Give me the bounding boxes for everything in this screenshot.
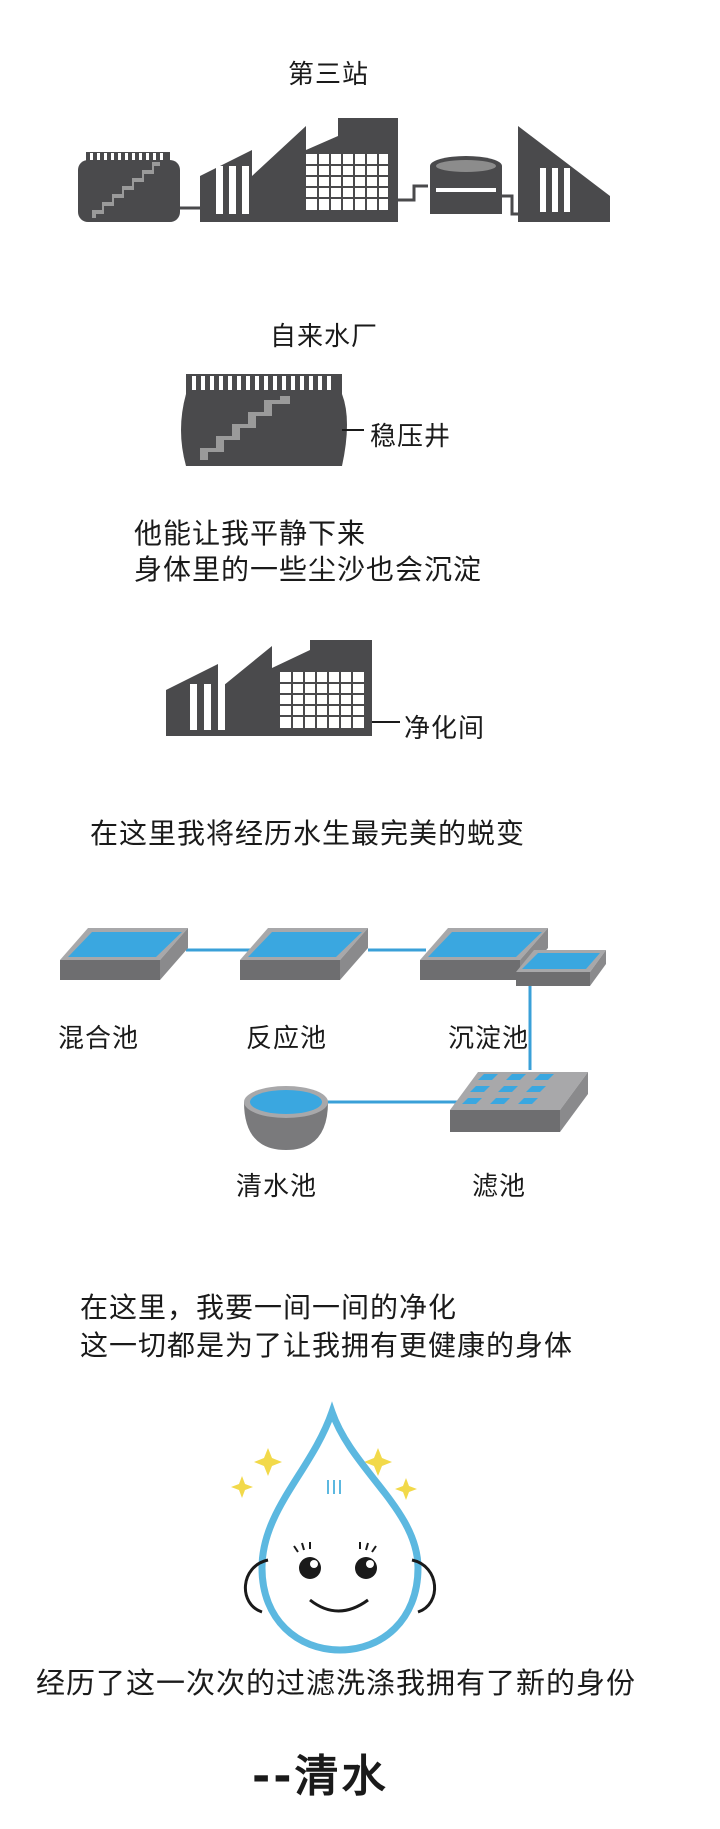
filter-pool-icon	[450, 1072, 588, 1132]
station-title: 第三站	[288, 60, 370, 90]
pool-label-reaction: 反应池	[246, 1024, 328, 1054]
purify-room-label: 净化间	[404, 714, 486, 744]
pressure-well-icon	[181, 374, 364, 466]
water-tank-icon	[430, 156, 502, 214]
purify-text-line1: 在这里，我要一间一间的净化	[80, 1291, 458, 1324]
pool-label-clear: 清水池	[236, 1172, 318, 1202]
factory-building-icon	[200, 118, 398, 222]
well-text-line1: 他能让我平静下来	[134, 517, 367, 550]
water-drop-mascot-icon	[231, 1401, 436, 1654]
pool-icon	[516, 950, 606, 986]
pool-label-filter: 滤池	[472, 1172, 527, 1202]
well-label: 稳压井	[370, 422, 452, 452]
sparkle-icon	[231, 1448, 417, 1500]
clear-water-bowl-icon	[244, 1086, 328, 1150]
purify-room-text: 在这里我将经历水生最完美的蜕变	[90, 817, 526, 850]
pool-label-mixing: 混合池	[58, 1024, 140, 1054]
well-text-line2: 身体里的一些尘沙也会沉淀	[134, 553, 483, 586]
small-building-icon	[518, 126, 610, 222]
eyes	[293, 1542, 377, 1579]
factory-well-icon	[78, 152, 180, 222]
ending-line: 经历了这一次次的过滤洗涤我拥有了新的身份	[36, 1666, 637, 1700]
purification-building-icon	[166, 640, 400, 736]
factory-scene-icon	[78, 118, 610, 222]
purify-text-line2: 这一切都是为了让我拥有更健康的身体	[80, 1329, 574, 1362]
pool-icon	[240, 928, 368, 980]
pool-label-settling: 沉淀池	[448, 1024, 530, 1054]
ending-result: --清水	[252, 1751, 389, 1802]
pool-icon	[60, 928, 188, 980]
plant-title: 自来水厂	[270, 322, 379, 352]
pools-diagram-icon	[60, 928, 606, 1150]
